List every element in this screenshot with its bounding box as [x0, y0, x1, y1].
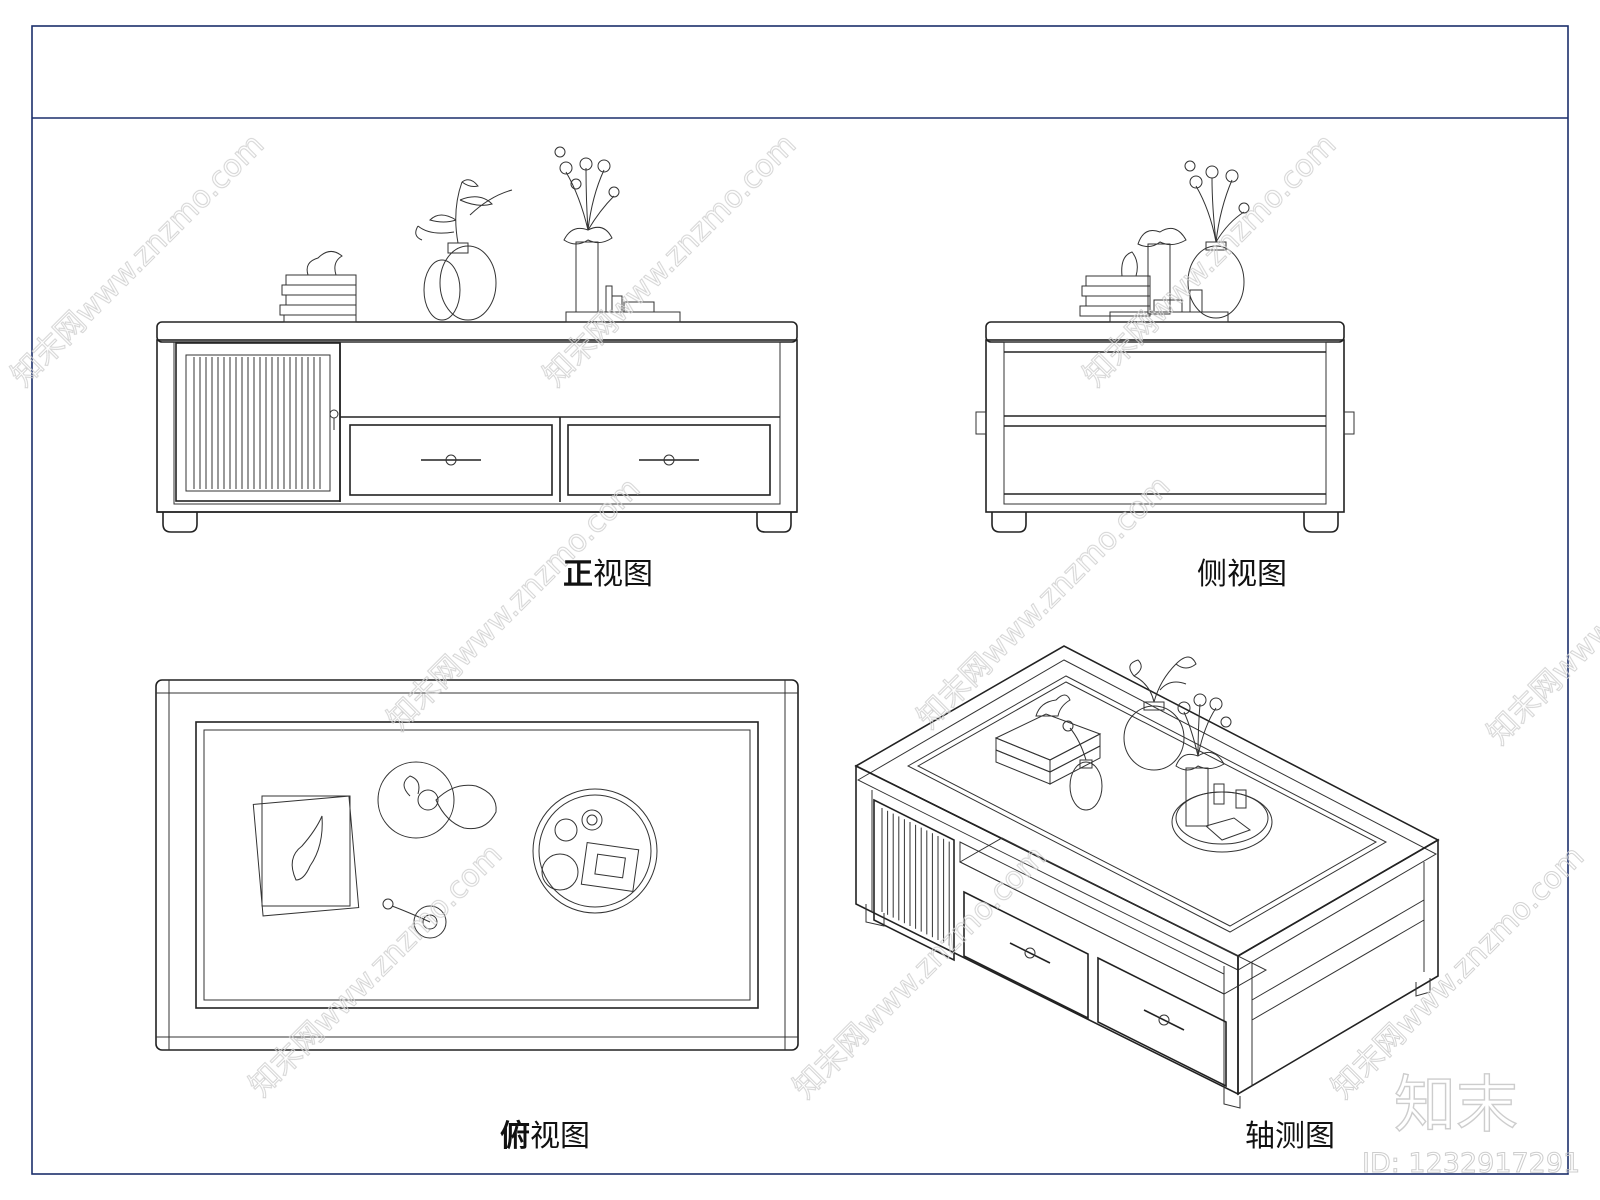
- tray-icon: [1109, 289, 1229, 323]
- drawer-handle-icon: [639, 454, 699, 466]
- flower-vase-icon: [1137, 227, 1187, 315]
- foot-left: [162, 512, 198, 533]
- tray-icon: [1171, 783, 1273, 853]
- drawer-right: [1097, 956, 1227, 1088]
- drawer-handle-icon: [421, 454, 481, 466]
- door-knob: [329, 409, 339, 419]
- brand-watermark: 知末: [1394, 1068, 1518, 1141]
- book-stack-icon: [1079, 251, 1151, 317]
- sheet-frame: [31, 25, 1569, 1175]
- drawer-right: [567, 424, 771, 496]
- small-vase-icon: [1062, 720, 1103, 811]
- top-view: [155, 679, 799, 1051]
- flower-vase-icon: [554, 146, 620, 313]
- axonometric-view: [854, 645, 1440, 1109]
- foot-right: [756, 512, 792, 533]
- plant-vase-icon: [1184, 160, 1250, 319]
- plant-vase-icon: [1123, 656, 1197, 771]
- drawer-handle-icon: [1143, 1009, 1185, 1031]
- slatted-door: [873, 798, 955, 962]
- side-handle-right: [1343, 411, 1355, 435]
- book-stack-icon: [252, 795, 360, 917]
- drawer-left: [963, 890, 1089, 1020]
- door-slats: [193, 357, 321, 489]
- tray-icon: [565, 285, 681, 323]
- tray-icon: [532, 788, 658, 914]
- top-view-label: 俯视图: [500, 1119, 590, 1154]
- book-stack-icon: [994, 694, 1102, 785]
- id-watermark: ID: 1232917291: [1362, 1148, 1580, 1179]
- watermark-text: 知末网www.znzmo.com: [1077, 127, 1343, 393]
- door-slats: [881, 808, 950, 946]
- front-view: [156, 146, 798, 533]
- axonometric-view-label: 轴测图: [1245, 1119, 1335, 1154]
- watermark-text: 知末网www.znzmo.com: [5, 127, 271, 393]
- small-vase-icon: [382, 898, 447, 939]
- slatted-door: [175, 342, 341, 502]
- book-stack-icon: [279, 251, 357, 323]
- watermark-text: 知末网www.znzmo.com: [243, 837, 509, 1103]
- front-view-label: 正视图: [563, 557, 653, 592]
- watermark-text: 知末网www.znzmo.com: [537, 127, 803, 393]
- watermark-text: 知末网www.znzmo.com: [1325, 839, 1591, 1105]
- watermark-text: 知末网www.znzmo.com: [911, 469, 1177, 735]
- plant-vase-icon: [415, 179, 513, 321]
- flower-vase-icon: [1175, 693, 1232, 827]
- side-view: [975, 160, 1355, 533]
- watermark-text: 知末网www.znzmo.com: [1481, 485, 1600, 751]
- plant-vase-icon: [377, 761, 497, 839]
- watermark-text: 知末网www.znzmo.com: [787, 839, 1053, 1105]
- drawer-handle-icon: [1009, 942, 1051, 964]
- outer-border: [31, 25, 1569, 1175]
- side-view-label: 侧视图: [1197, 557, 1287, 592]
- side-handle-left: [975, 411, 987, 435]
- bird-figurine-icon: [306, 251, 343, 276]
- drawer-left: [349, 424, 553, 496]
